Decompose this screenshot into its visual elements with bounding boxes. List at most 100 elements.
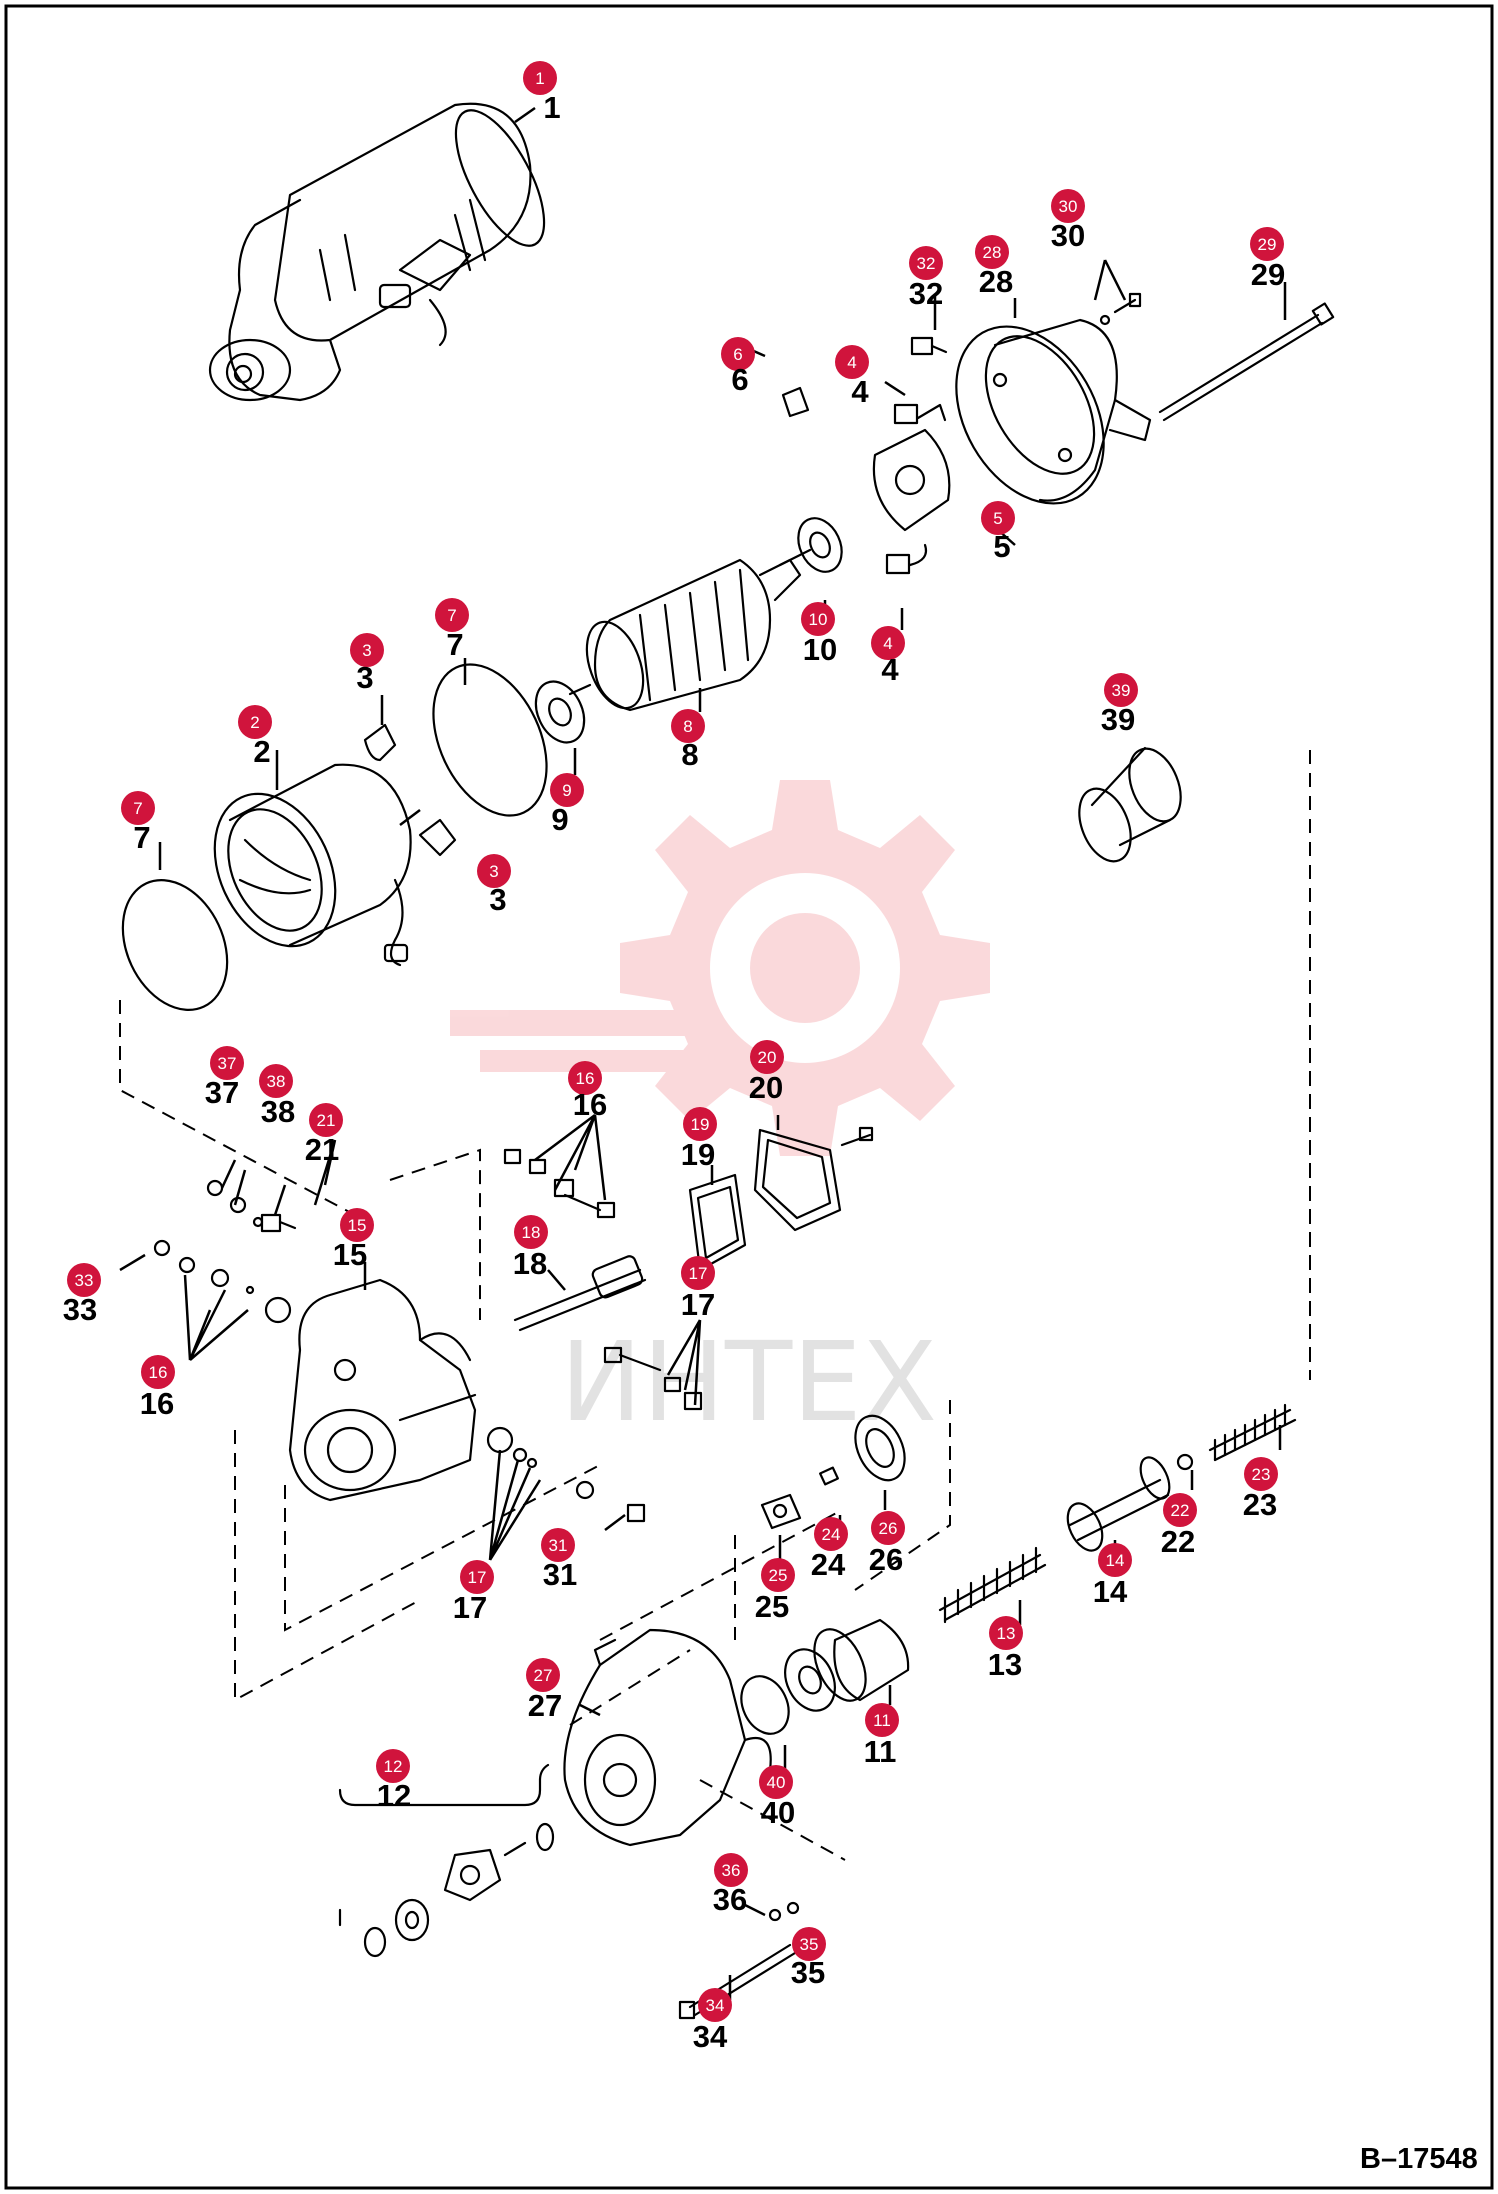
- callout-badge-number: 7: [447, 606, 456, 625]
- part-number-label: 8: [681, 737, 698, 772]
- idler-gear-26: [854, 1414, 906, 1482]
- part-number-label: 9: [551, 802, 568, 837]
- yoke-field-coil-assembly: [213, 723, 457, 967]
- part-number-label: 14: [1093, 1574, 1128, 1609]
- callout-badge-number: 19: [691, 1115, 710, 1134]
- retainer-25: [760, 1493, 802, 1530]
- callout-6: 66: [721, 337, 755, 397]
- part-number-label: 29: [1251, 257, 1285, 292]
- callout-9: 99: [550, 773, 584, 837]
- screw-and-lock-washer: [1099, 292, 1142, 326]
- callout-badge: [1163, 1493, 1197, 1527]
- yoke-rear-o-ring: [432, 663, 548, 817]
- part-number-label: 5: [993, 529, 1010, 564]
- callout-badge-number: 25: [769, 1566, 788, 1585]
- rear-end-cover: [955, 318, 1152, 505]
- callout-badge: [759, 1765, 793, 1799]
- part-number-label: 34: [693, 2019, 728, 2054]
- callout-badge-number: 24: [822, 1525, 841, 1544]
- part-number-label: 33: [63, 1292, 97, 1327]
- drive-end-housing: [563, 1628, 772, 1847]
- return-spring-23: [1208, 1403, 1297, 1462]
- part-number-label: 18: [513, 1246, 547, 1281]
- sleeve-bushing: [1078, 746, 1182, 863]
- callout-8: 88: [671, 709, 705, 772]
- callout-badge: [526, 1658, 560, 1692]
- callout-1: 11: [523, 61, 561, 125]
- nuts-and-washers-16: [153, 1239, 292, 1324]
- part-number-label: 35: [791, 1955, 825, 1990]
- washers-and-bolt-21: [206, 1179, 297, 1233]
- brush-holder-bolt: [910, 336, 948, 356]
- callout-badge-number: 3: [489, 862, 498, 881]
- part-number-label: 15: [333, 1237, 367, 1272]
- callout-badge-number: 1: [535, 69, 544, 88]
- callout-badge-number: 4: [883, 634, 892, 653]
- callout-badge: [909, 246, 943, 280]
- callout-badge: [309, 1103, 343, 1137]
- callout-7: 77: [435, 598, 469, 662]
- callout-badge-number: 30: [1059, 197, 1078, 216]
- part-number-label: 7: [446, 627, 463, 662]
- callout-badge: [671, 709, 705, 743]
- callout-badge: [792, 1927, 826, 1961]
- callout-badge-number: 34: [706, 1996, 725, 2015]
- callout-badge-number: 2: [250, 713, 259, 732]
- part-number-label: 12: [377, 1778, 411, 1813]
- callout-badge: [541, 1528, 575, 1562]
- callout-2: 22: [238, 705, 272, 769]
- callout-badge: [683, 1107, 717, 1141]
- callout-badge-number: 6: [733, 345, 742, 364]
- callout-badge: [550, 773, 584, 807]
- gasket: [688, 1173, 747, 1272]
- part-number-label: 36: [713, 1882, 747, 1917]
- callout-badge: [523, 61, 557, 95]
- terminal-hardware-16: [503, 1148, 616, 1219]
- callout-badge: [714, 1853, 748, 1887]
- callout-badge: [477, 854, 511, 888]
- drawing-border: [4, 4, 1494, 2190]
- callout-badge: [750, 1040, 784, 1074]
- part-number-label: 20: [749, 1070, 783, 1105]
- callout-badge-number: 36: [722, 1861, 741, 1880]
- part-number-label: 38: [261, 1094, 295, 1129]
- callout-badge-number: 16: [149, 1363, 168, 1382]
- callout-badge-number: 40: [767, 1773, 786, 1792]
- callout-badge-number: 11: [873, 1711, 891, 1730]
- callout-badge: [801, 602, 835, 636]
- callout-badge: [1098, 1543, 1132, 1577]
- part-number-label: 25: [755, 1589, 789, 1624]
- washer-37-38: [252, 1216, 264, 1228]
- ball-22: [1176, 1453, 1194, 1471]
- part-number-label: 31: [543, 1557, 577, 1592]
- part-number-label: 3: [489, 882, 506, 917]
- solenoid-switch-housing: [288, 1278, 477, 1502]
- part-number-label: 17: [453, 1590, 487, 1625]
- part-number-label: 40: [761, 1795, 795, 1830]
- callout-badge-number: 10: [809, 610, 828, 629]
- washer-36: [768, 1908, 782, 1922]
- callout-badge-number: 31: [549, 1536, 568, 1555]
- callout-badge-number: 29: [1258, 235, 1277, 254]
- callout-3: 33: [477, 854, 511, 917]
- callout-badge: [698, 1988, 732, 2022]
- callout-badge-number: 18: [522, 1223, 541, 1242]
- armature-rear-bearing: [797, 517, 843, 573]
- callout-badge: [1051, 189, 1085, 223]
- mounting-bolt-34: [678, 1943, 797, 2020]
- callout-badge-number: 33: [75, 1271, 94, 1290]
